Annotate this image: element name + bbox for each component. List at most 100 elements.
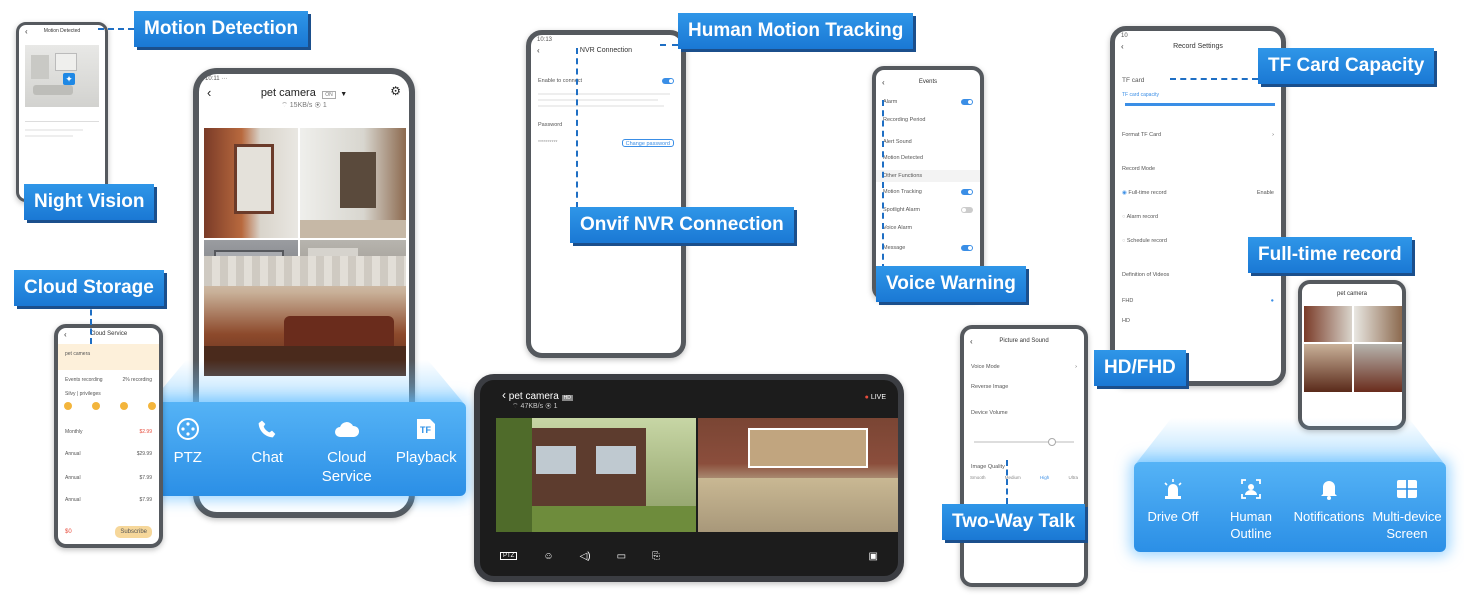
playback-label: Playback bbox=[395, 449, 457, 466]
label-human-motion-tracking: Human Motion Tracking bbox=[678, 13, 914, 49]
landscape-toolbar: PTZ ☺ ◁) ▭ ⎘ ▣ bbox=[480, 536, 898, 576]
ptz-icon[interactable]: PTZ bbox=[500, 552, 518, 560]
label-tf-card-capacity: TF Card Capacity bbox=[1258, 48, 1435, 84]
landscape-header: ‹ pet camera HD ⌔ 47KB/s ◉ 1 bbox=[502, 388, 573, 411]
camera-feed-2[interactable] bbox=[300, 128, 406, 238]
label-night-vision: Night Vision bbox=[24, 184, 155, 220]
subscribe-button[interactable]: Subscribe bbox=[115, 526, 152, 538]
tf-capacity-bar bbox=[1125, 103, 1275, 106]
label-hd-fhd: HD/FHD bbox=[1094, 350, 1186, 386]
back-icon[interactable]: ‹ bbox=[970, 337, 973, 346]
events-row: Voice Alarm bbox=[883, 225, 913, 231]
multi-feed-1[interactable] bbox=[1304, 306, 1352, 342]
camera-controls-panel: PTZ Chat Cloud Service TF Playback bbox=[148, 402, 466, 496]
fullscreen-icon[interactable]: ▣ bbox=[868, 550, 878, 562]
volume-slider[interactable] bbox=[974, 438, 1074, 446]
speed-value: 15KB/s bbox=[289, 102, 313, 109]
events-row: Recording Period bbox=[883, 117, 926, 123]
schedule-record-option[interactable]: ○ Schedule record bbox=[1122, 238, 1167, 244]
camera-header: ‹ pet camera ON ▼ ⌔ 15KB/s ◉ 1 ⚙ bbox=[199, 83, 409, 109]
playback-button[interactable]: TF Playback bbox=[387, 416, 467, 467]
face-icon[interactable]: ☺ bbox=[543, 550, 554, 562]
alarm-toggle[interactable] bbox=[961, 98, 973, 105]
back-icon[interactable]: ‹ bbox=[537, 46, 540, 55]
multi-feed-4[interactable] bbox=[1354, 344, 1402, 392]
drive-off-label: Drive Off bbox=[1147, 509, 1199, 524]
message-toggle[interactable] bbox=[961, 244, 973, 251]
speaker-icon[interactable]: ◁) bbox=[579, 550, 591, 562]
recording-days: 2% recording bbox=[122, 377, 152, 383]
svg-text:TF: TF bbox=[420, 425, 431, 435]
human-outline-label: Human Outline bbox=[1230, 509, 1272, 541]
plan-row[interactable]: Annual$7.99 bbox=[65, 497, 152, 503]
live-indicator: ● LIVE bbox=[864, 394, 886, 401]
plan-row[interactable]: Annual$7.99 bbox=[65, 475, 152, 481]
events-phone: ‹Events Alarm Recording Period Alert Sou… bbox=[872, 66, 984, 300]
total-price: $0 bbox=[65, 529, 72, 535]
definition-label: Definition of Videos bbox=[1122, 272, 1170, 278]
ptz-icon bbox=[176, 418, 199, 440]
multi-feed-3[interactable] bbox=[1304, 344, 1352, 392]
multi-device-screen-button[interactable]: Multi-device Screen bbox=[1368, 476, 1446, 542]
ptz-label: PTZ bbox=[173, 449, 202, 466]
motion-title: Motion Detected bbox=[43, 28, 81, 34]
camera-name: pet camera bbox=[260, 87, 316, 99]
motion-detection-phone: ‹Motion Detected ✦ bbox=[16, 22, 108, 202]
drive-off-button[interactable]: Drive Off bbox=[1134, 476, 1212, 525]
landscape-camera-name: pet camera bbox=[508, 391, 559, 402]
cloud-service-button[interactable]: Cloud Service bbox=[307, 416, 387, 486]
multi-feed-2[interactable] bbox=[1354, 306, 1402, 342]
back-icon[interactable]: ‹ bbox=[207, 85, 212, 100]
plan-row[interactable]: Annual$29.99 bbox=[65, 451, 152, 457]
fhd-option[interactable]: FHD● bbox=[1122, 298, 1274, 304]
change-password-button[interactable]: Change password bbox=[621, 139, 674, 147]
motion-tracking-toggle[interactable] bbox=[961, 188, 973, 195]
camera-feed-1[interactable] bbox=[204, 128, 298, 238]
notifications-button[interactable]: Notifications bbox=[1290, 476, 1368, 525]
events-row: Alarm bbox=[876, 96, 980, 108]
multi-device-phone: pet camera bbox=[1298, 280, 1406, 430]
events-row: Other Functions bbox=[876, 170, 980, 182]
events-recording: Events recording bbox=[65, 377, 103, 383]
plan-row[interactable]: Monthly$2.99 bbox=[65, 429, 152, 435]
sound-title: Picture and Sound bbox=[999, 338, 1049, 344]
ptz-button[interactable]: PTZ bbox=[148, 416, 228, 467]
human-outline-button[interactable]: Human Outline bbox=[1212, 476, 1290, 542]
enable-toggle[interactable] bbox=[662, 77, 674, 84]
snapshot-icon[interactable]: ⎘ bbox=[652, 550, 661, 562]
viewer-count: 1 bbox=[322, 102, 327, 109]
nvr-connection-phone: 10:13 ‹NVR Connection Enable to connect … bbox=[526, 30, 686, 358]
label-cloud-storage: Cloud Storage bbox=[14, 270, 164, 306]
landscape-tag: HD bbox=[561, 395, 573, 401]
settings-icon[interactable]: ⚙ bbox=[390, 84, 401, 98]
camera-feed-5[interactable] bbox=[204, 256, 406, 376]
wifi-icon: ⌔ bbox=[512, 403, 519, 410]
sound-row: Device Volume bbox=[971, 410, 1008, 416]
dropdown-icon[interactable]: ▼ bbox=[340, 91, 348, 98]
record-title: Record Settings bbox=[1173, 43, 1223, 50]
record-settings-phone: 10 ‹Record Settings TF card TF card capa… bbox=[1110, 26, 1286, 386]
hd-option[interactable]: HD bbox=[1122, 318, 1130, 324]
label-voice-warning: Voice Warning bbox=[876, 266, 1026, 302]
back-icon[interactable]: ‹ bbox=[502, 388, 506, 402]
back-icon[interactable]: ‹ bbox=[882, 78, 885, 87]
cloud-service-label: Cloud Service bbox=[321, 449, 372, 485]
spotlight-toggle[interactable] bbox=[961, 206, 973, 213]
format-tf-card-row[interactable]: Format TF Card› bbox=[1122, 132, 1274, 138]
record-icon[interactable]: ▭ bbox=[616, 550, 627, 562]
alarm-record-option[interactable]: ○ Alarm record bbox=[1122, 214, 1159, 220]
cloud-camera: pet camera bbox=[65, 351, 91, 357]
back-icon[interactable]: ‹ bbox=[25, 27, 28, 36]
label-full-time-record: Full-time record bbox=[1248, 237, 1412, 273]
events-row: Message bbox=[876, 242, 980, 254]
landscape-feed-left[interactable] bbox=[496, 418, 696, 532]
tf-card-icon: TF bbox=[417, 419, 436, 439]
landscape-feed-right[interactable] bbox=[698, 418, 898, 532]
back-icon[interactable]: ‹ bbox=[64, 330, 67, 339]
main-camera-phone: 10:11 ··· ‹ pet camera ON ▼ ⌔ 15KB/s ◉ 1… bbox=[193, 68, 415, 518]
sound-row[interactable]: Voice Mode› bbox=[971, 364, 1077, 370]
multi-screen-icon bbox=[1397, 480, 1417, 498]
back-icon[interactable]: ‹ bbox=[1121, 42, 1124, 51]
chat-button[interactable]: Chat bbox=[228, 416, 308, 467]
